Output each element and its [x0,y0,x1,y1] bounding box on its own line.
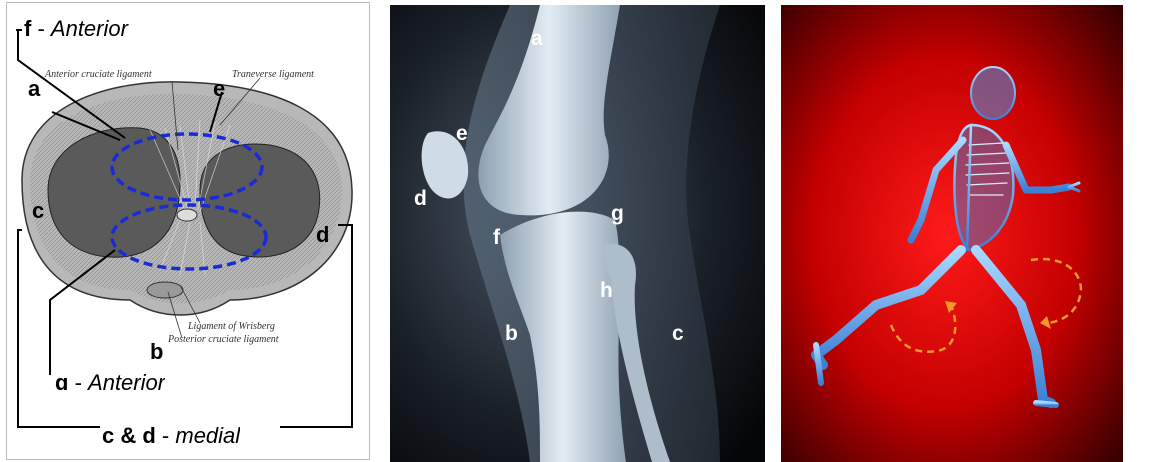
posterior-tubercle [147,282,183,298]
running-skeleton-panel [781,5,1123,462]
anterior-text-g: Anterior [88,372,165,390]
xray-label-h: h [600,280,613,301]
knee-xray-panel: a e d g f h b c [390,5,765,462]
ligament-of-wrisberg-label: Ligament of Wrisberg [188,322,275,332]
label-c-and-d-medial: c & d - medial [102,425,240,446]
label-f-anterior: f - Anterior [24,18,128,40]
label-b: b [150,341,163,363]
label-g-anterior: g - Anterior [55,372,165,390]
letter-f: f [24,16,31,41]
anterior-text-f: Anterior [51,16,128,41]
xray-label-c: c [672,323,684,344]
xray-label-g: g [611,203,624,224]
label-d: d [316,224,329,246]
xray-label-b: b [505,323,518,344]
meniscus-diagram-panel: f - Anterior a e c d b g - Anterior c & … [0,0,373,462]
knee-xray-image [390,5,765,462]
xray-label-e: e [456,123,468,144]
letters-c-and-d: c & d [102,425,156,446]
xray-label-a: a [531,28,543,49]
letter-g: g [55,372,68,390]
medial-text: medial [175,425,240,446]
running-skeleton-illustration [781,5,1123,462]
label-a: a [28,78,40,100]
label-c: c [32,200,44,222]
anterior-cruciate-ligament-label: Anterior cruciate ligament [45,70,152,80]
posterior-cruciate-ligament-label: Posterior cruciate ligament [168,335,279,345]
central-bone-spot [177,209,197,221]
label-e: e [213,78,225,100]
xray-label-d: d [414,188,427,209]
transverse-ligament-label: Traneverse ligament [232,70,314,80]
xray-label-f: f [493,227,500,248]
